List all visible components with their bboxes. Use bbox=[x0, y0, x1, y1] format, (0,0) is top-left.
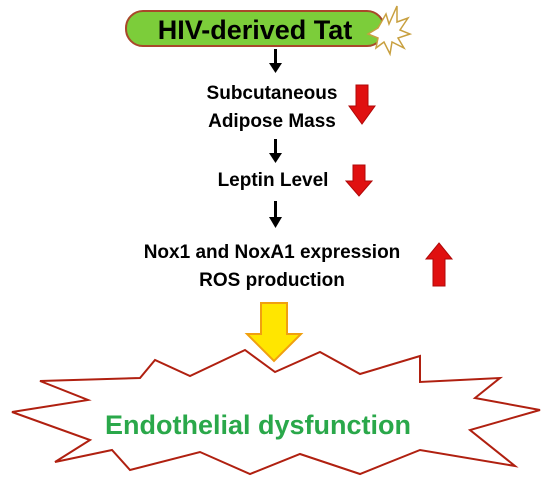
source-burst-icon bbox=[366, 5, 413, 57]
flow-arrow-3 bbox=[269, 201, 282, 228]
flow-arrow-1 bbox=[269, 49, 282, 73]
step-3-line-1: Nox1 and NoxA1 expression bbox=[144, 242, 401, 263]
outcome-arrow-icon bbox=[244, 302, 304, 363]
outcome-label: Endothelial dysfunction bbox=[105, 410, 411, 440]
step-3-line-2: ROS production bbox=[199, 270, 345, 291]
step-1-down-arrow-icon bbox=[348, 84, 376, 125]
step-1-line-1: Subcutaneous bbox=[207, 83, 338, 104]
step-2-line-1: Leptin Level bbox=[218, 170, 329, 191]
step-2-down-arrow-icon bbox=[344, 164, 374, 197]
step-1-line-2: Adipose Mass bbox=[208, 111, 336, 132]
flow-arrow-2 bbox=[269, 139, 282, 163]
outcome-burst bbox=[11, 348, 541, 476]
source-label: HIV-derived Tat bbox=[158, 15, 353, 45]
step-3-up-arrow-icon bbox=[424, 242, 454, 287]
